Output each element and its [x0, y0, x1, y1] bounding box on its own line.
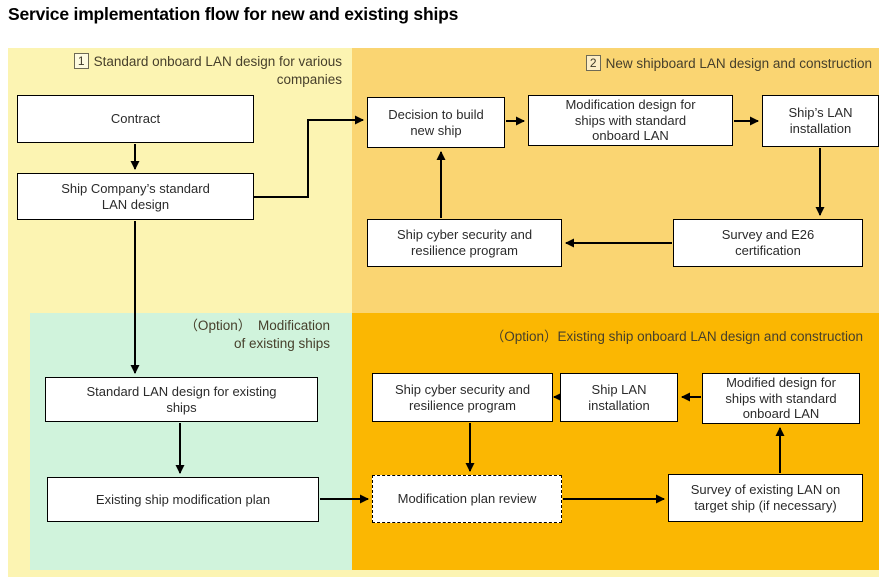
quadrant4-background	[352, 313, 879, 570]
quadrant4-label: （Option）Existing ship onboard LAN design…	[490, 329, 863, 344]
quadrant2-label: New shipboard LAN design and constructio…	[605, 56, 872, 71]
flow-box-ship-cyber-security-new: Ship cyber security and resilience progr…	[367, 219, 562, 267]
flow-box-ships-lan-installation: Ship’s LAN installation	[762, 95, 879, 147]
flow-box-decision-to-build-new-ship: Decision to build new ship	[367, 97, 505, 148]
quadrant1-number-badge: 1	[73, 53, 89, 69]
quadrant2-background	[352, 48, 879, 313]
flow-box-contract: Contract	[17, 95, 254, 143]
flow-box-modification-plan-review: Modification plan review	[372, 475, 562, 523]
flow-box-existing-ship-modification-plan: Existing ship modification plan	[47, 477, 319, 522]
quadrant4-header: （Option）Existing ship onboard LAN design…	[360, 328, 863, 346]
flow-box-ship-cyber-security-existing: Ship cyber security and resilience progr…	[372, 373, 553, 422]
page-title: Service implementation flow for new and …	[8, 4, 459, 24]
flow-box-survey-and-e26-certification: Survey and E26 certification	[673, 219, 863, 267]
quadrant3-label: （Option） Modification of existing ships	[184, 318, 330, 352]
quadrant2-number-badge: 2	[585, 55, 601, 71]
quadrant3-background	[30, 313, 352, 570]
flow-box-standard-lan-design-existing-ships: Standard LAN design for existing ships	[45, 377, 318, 422]
flow-box-modified-design-existing-ships: Modified design for ships with standard …	[702, 373, 860, 424]
flow-box-ship-company-standard-lan-design: Ship Company’s standard LAN design	[17, 173, 254, 220]
flow-box-survey-of-existing-lan: Survey of existing LAN on target ship (i…	[668, 474, 863, 522]
quadrant1-label: Standard onboard LAN design for various …	[93, 54, 342, 88]
flow-box-modification-design-new-ships: Modification design for ships with stand…	[528, 95, 733, 146]
flow-box-ship-lan-installation-existing: Ship LAN installation	[560, 373, 678, 422]
quadrant3-header: （Option） Modification of existing ships	[100, 317, 330, 353]
quadrant2-header: 2 New shipboard LAN design and constructi…	[500, 55, 872, 73]
